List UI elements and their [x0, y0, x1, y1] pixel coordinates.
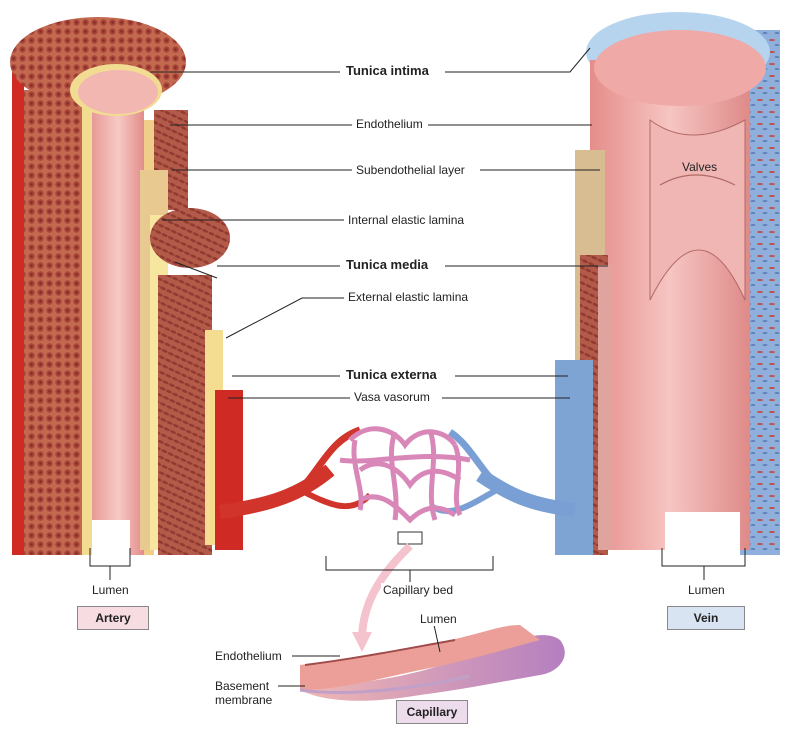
- subendothelial-layer-label: Subendothelial layer: [354, 163, 467, 177]
- artery-illustration: [10, 17, 243, 556]
- vein-illustration: [555, 12, 780, 556]
- internal-elastic-lamina-label: Internal elastic lamina: [346, 213, 466, 227]
- capillary-bed-illustration: [220, 429, 575, 652]
- basement-membrane-label-line2: membrane: [213, 693, 274, 707]
- vein-lumen-label: Lumen: [686, 583, 727, 597]
- basement-membrane-label-line1: Basement: [213, 679, 271, 693]
- artery-tag: Artery: [77, 606, 149, 630]
- tunica-externa-label: Tunica externa: [344, 368, 439, 382]
- capillary-bed-label: Capillary bed: [381, 583, 455, 597]
- capillary-endothelium-label: Endothelium: [213, 649, 284, 663]
- tunica-media-label: Tunica media: [344, 258, 430, 272]
- valves-label: Valves: [680, 160, 719, 174]
- capillary-illustration: [300, 625, 565, 701]
- artery-lumen-label: Lumen: [90, 583, 131, 597]
- capillary-lumen-label: Lumen: [418, 612, 459, 626]
- capillary-tag: Capillary: [396, 700, 468, 724]
- vein-tag: Vein: [667, 606, 745, 630]
- external-elastic-lamina-label: External elastic lamina: [346, 290, 470, 304]
- vasa-vasorum-label: Vasa vasorum: [352, 390, 432, 404]
- endothelium-label: Endothelium: [354, 117, 425, 131]
- tunica-intima-label: Tunica intima: [344, 64, 431, 78]
